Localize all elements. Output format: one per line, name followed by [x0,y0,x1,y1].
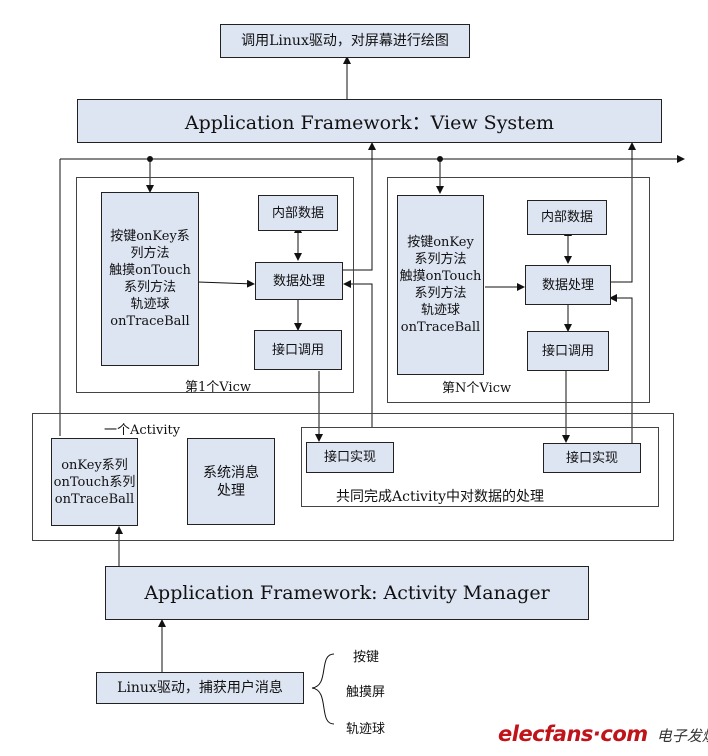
interface-impl-1: 接口实现 [306,442,394,473]
shared-processing-panel [301,427,659,507]
activity-manager-box: Application Framework: Activity Manager [105,566,589,620]
viewN-internal-data-text: 内部数据 [540,210,593,225]
viewN-method-line: 按键onKey [407,235,474,250]
viewN-method-line: 系列方法 [414,252,467,267]
interface-impl-2: 接口实现 [543,443,641,473]
viewN-interface-call-text: 接口调用 [541,343,594,359]
elecfans-watermark: elecfans·com 电子发烧友 [498,722,708,746]
system-message-line: 处理 [217,482,245,499]
view1-method-line: onTraceBall [110,314,190,329]
screen-drawing-box: 调用Linux驱动，对屏幕进行绘图 [220,24,470,58]
viewN-method-line: 触摸onTouch [399,269,482,284]
viewN-method-line: 系列方法 [414,286,467,301]
on-series-line: onKey系列 [61,457,128,473]
linux-capture-text: Linux驱动，捕获用户消息 [117,680,283,696]
view1-data-processing: 数据处理 [255,262,343,300]
viewN-data-processing: 数据处理 [525,265,611,305]
view1-method-line: 触摸onTouch [109,263,191,278]
view1-label: 第1个Vicw [185,380,251,395]
view1-method-line: 列方法 [130,246,170,261]
interface-impl-1-text: 接口实现 [323,450,376,465]
viewN-methods-box: 按键onKey 系列方法 触摸onTouch 系列方法 轨迹球 onTraceB… [397,195,484,375]
view1-method-line: 轨迹球 [130,297,170,312]
view-system-box: Application Framework：View System [77,99,662,143]
interface-impl-2-text: 接口实现 [565,450,618,466]
linux-capture-box: Linux驱动，捕获用户消息 [96,672,304,704]
on-series-box: onKey系列 onTouch系列 onTraceBall [51,438,138,526]
system-message-box: 系统消息 处理 [187,438,275,525]
system-message-line: 系统消息 [203,464,259,481]
view1-panel [76,177,354,393]
input-key: 按键 [353,650,380,665]
view-system-text: Application Framework：View System [184,111,555,134]
viewN-method-line: onTraceBall [400,320,481,335]
view1-internal-data-text: 内部数据 [271,205,324,221]
view1-interface-call-text: 接口调用 [271,342,324,358]
input-trackball: 轨迹球 [346,722,386,737]
watermark-cn: 电子发烧友 [656,727,708,745]
activity-manager-text: Application Framework: Activity Manager [144,582,550,604]
view1-method-line: 系列方法 [123,280,176,295]
viewN-method-line: 轨迹球 [420,303,460,318]
view1-internal-data: 内部数据 [258,195,338,231]
viewN-label: 第N个Vicw [442,381,512,396]
viewN-data-processing-text: 数据处理 [541,277,594,293]
view1-methods-box: 按键onKey系 列方法 触摸onTouch 系列方法 轨迹球 onTraceB… [101,192,199,366]
screen-drawing-text: 调用Linux驱动，对屏幕进行绘图 [241,33,449,49]
on-series-line: onTraceBall [54,491,135,507]
watermark-site: elecfans·com [498,722,648,746]
view1-data-processing-text: 数据处理 [272,273,325,289]
shared-processing-caption: 共同完成Activity中对数据的处理 [336,489,544,505]
activity-panel [32,413,674,541]
activity-label: 一个Activity [104,423,181,438]
on-series-line: onTouch系列 [53,474,136,490]
viewN-internal-data: 内部数据 [527,200,607,235]
viewN-interface-call: 接口调用 [527,331,609,371]
input-touchscreen: 触摸屏 [346,685,386,700]
view1-method-line: 按键onKey系 [110,229,190,244]
viewN-panel [387,177,650,403]
view1-interface-call: 接口调用 [254,330,342,370]
